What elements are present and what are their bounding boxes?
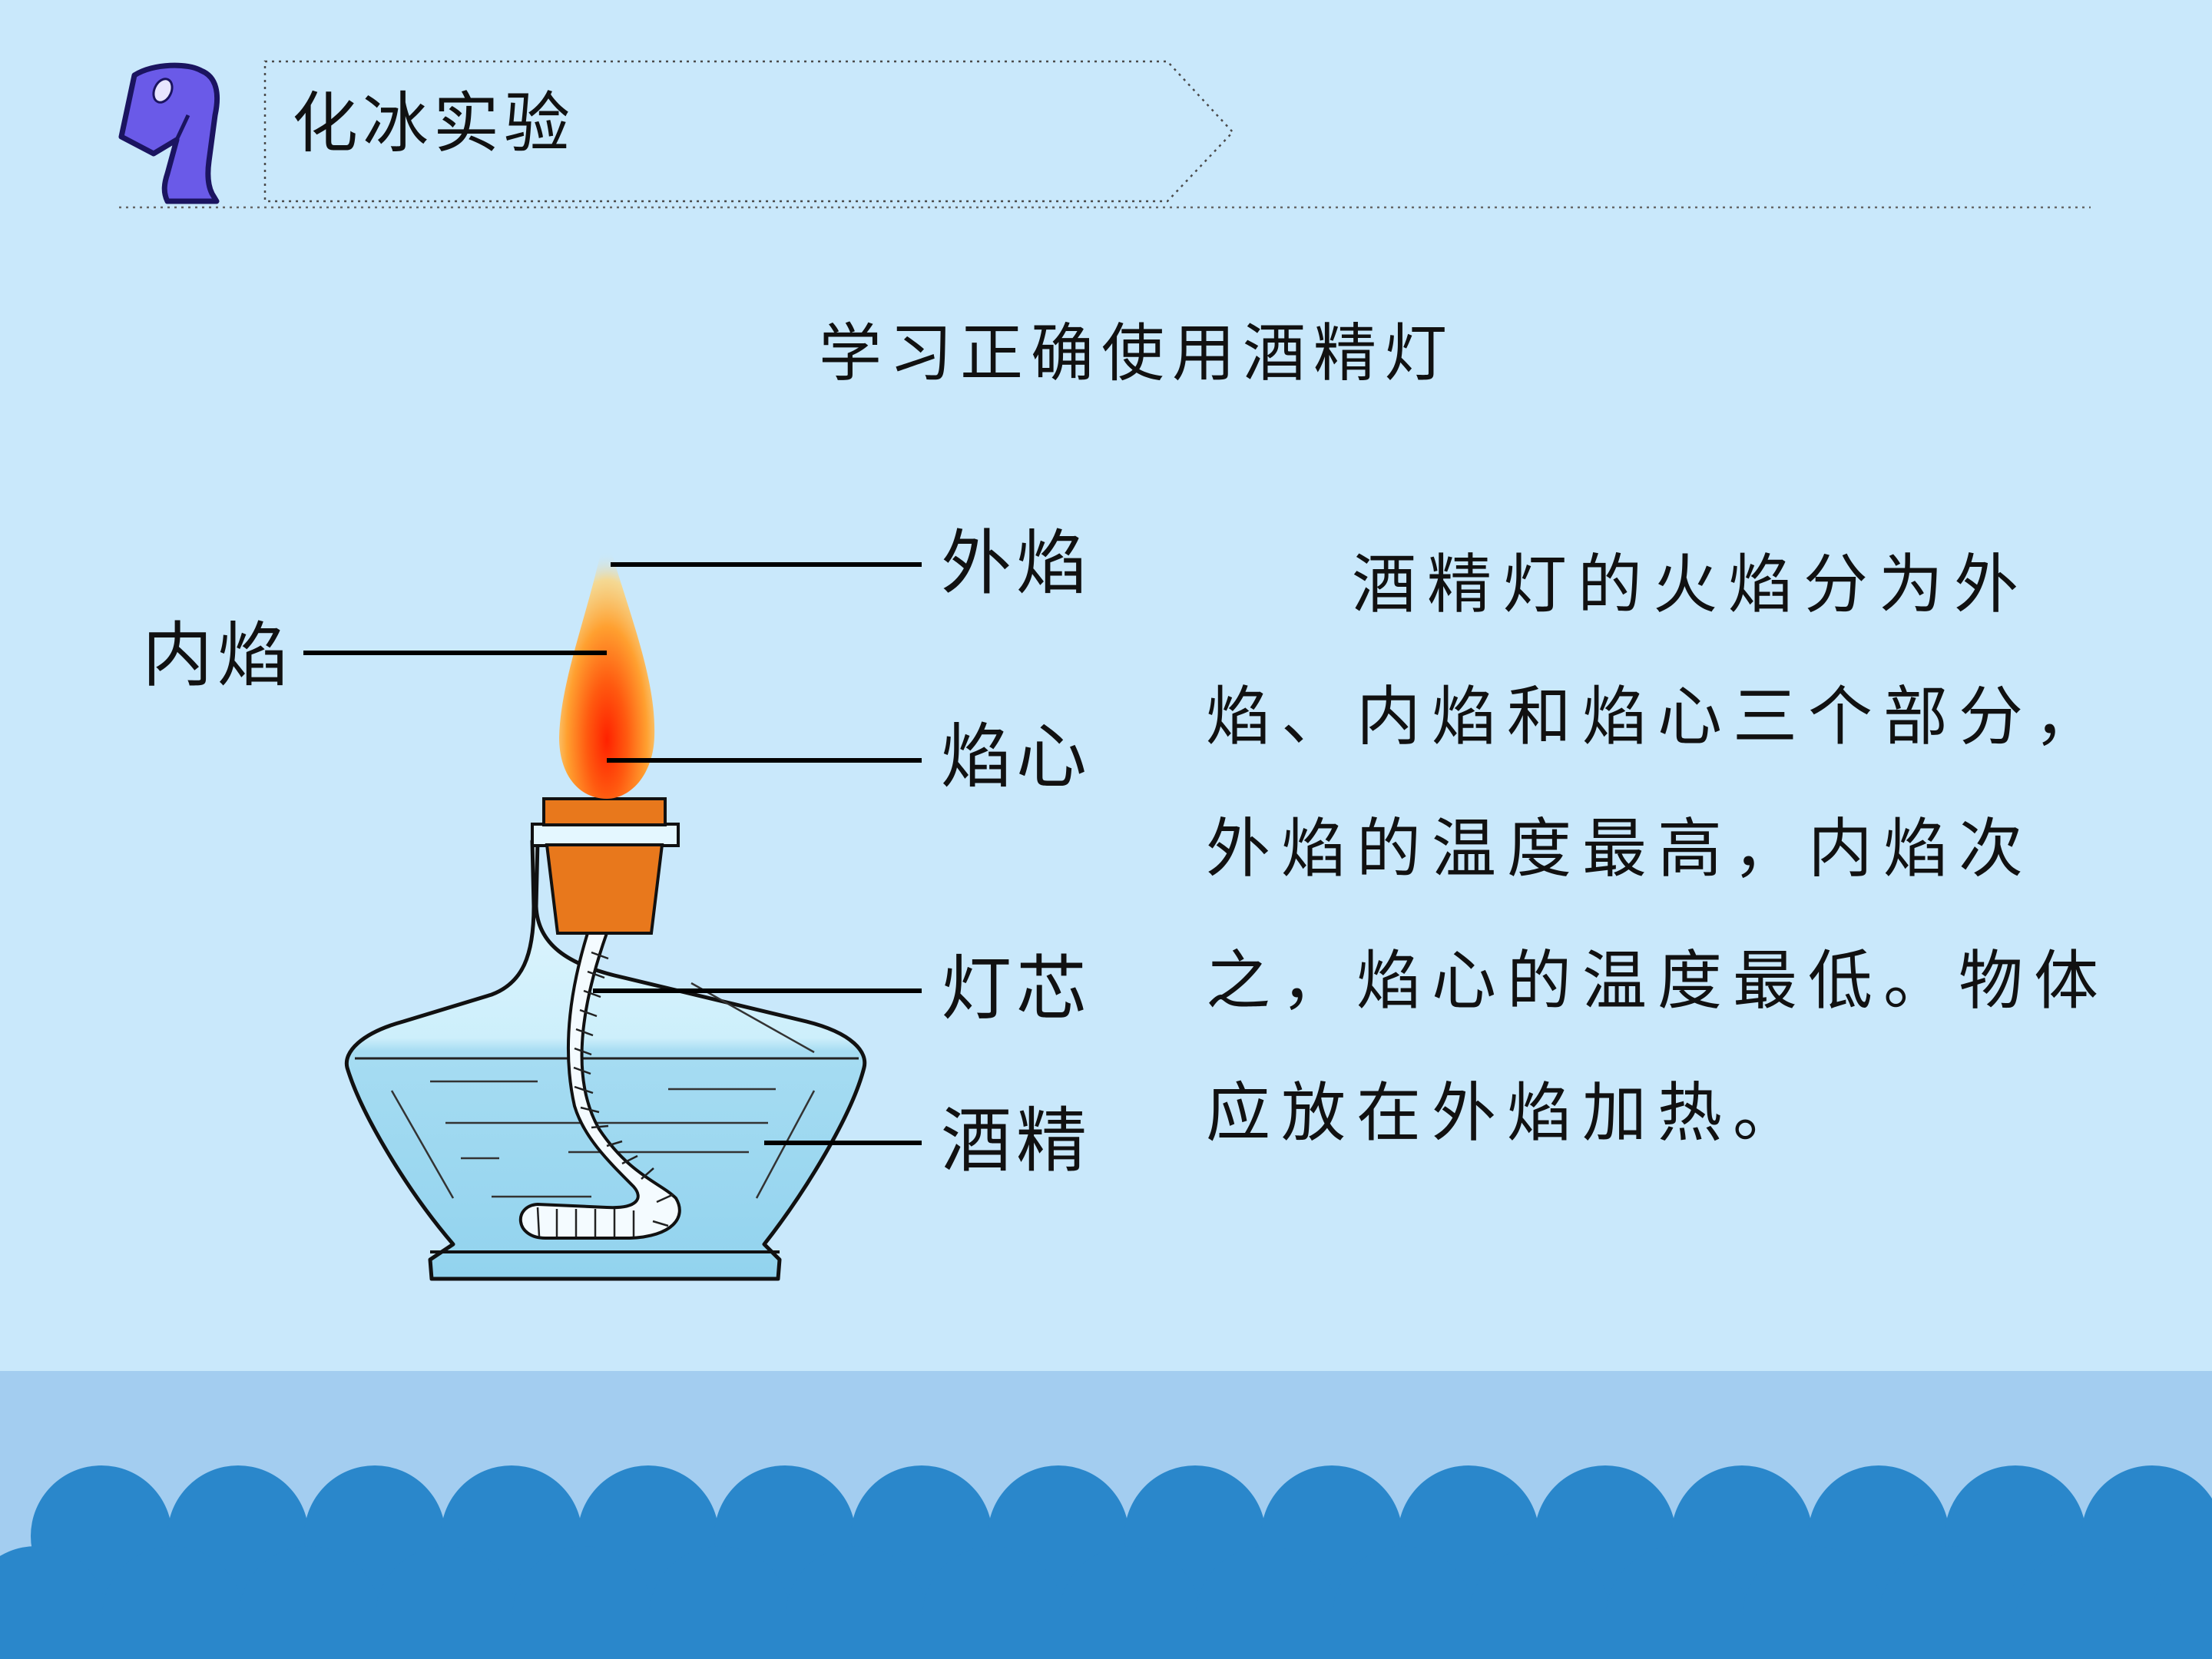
subtitle: 学习正确使用酒精灯: [818, 317, 1455, 390]
section-title: 化冰实验: [292, 85, 575, 162]
flame: [559, 530, 655, 799]
description-paragraph: 酒精灯的火焰分为外焰、内焰和焰心三个部分，外焰的温度最高，内焰次之，焰心的温度最…: [1206, 547, 2110, 1151]
label-inner-flame: 内焰: [142, 614, 293, 697]
lamp-cap: [542, 797, 667, 935]
wick: [518, 932, 681, 1240]
label-wick: 灯芯: [941, 948, 1092, 1030]
alcohol-lamp-diagram: [303, 530, 922, 1281]
header-decoration: [118, 60, 2091, 209]
label-flame-core: 焰心: [941, 716, 1092, 798]
wave-decoration: [0, 1465, 2212, 1659]
lamp-body: [344, 823, 867, 1281]
number-one-badge-icon: [118, 62, 220, 204]
title-tab-outline: [263, 60, 1234, 203]
label-alcohol: 酒精: [941, 1100, 1092, 1182]
label-outer-flame: 外焰: [941, 522, 1092, 604]
wave-base: [0, 1617, 2212, 1659]
